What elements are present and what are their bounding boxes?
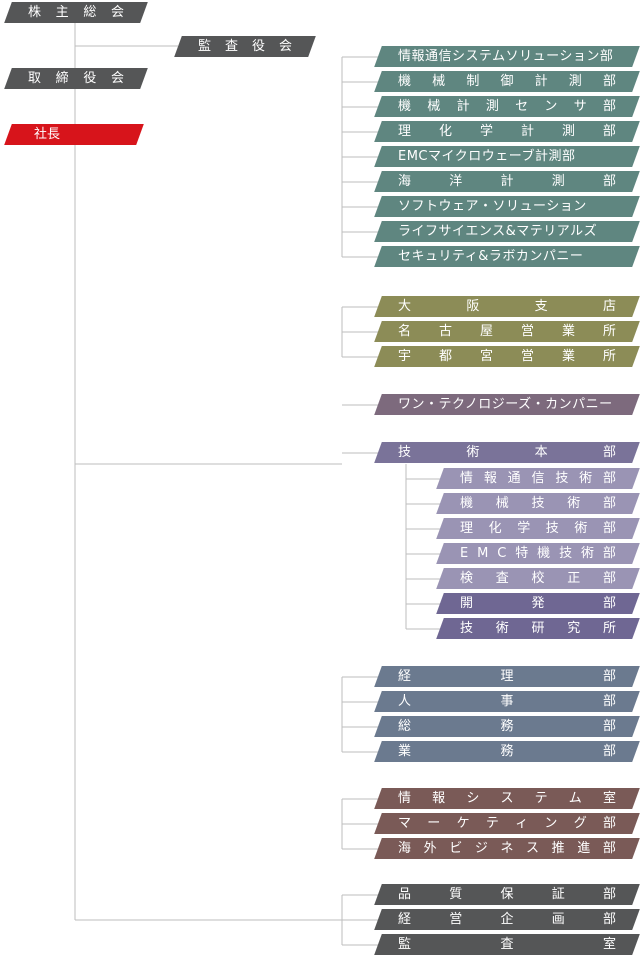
branches-item[interactable]: 名古屋営業所 [374, 321, 640, 342]
admin-item-label: 業務部 [398, 744, 616, 759]
business-divisions-item-label: 機械計測センサ部 [398, 99, 616, 114]
tech-sub-item[interactable]: 情報通信技術部 [436, 468, 640, 489]
business-divisions-item[interactable]: 理化学計測部 [374, 121, 640, 142]
branches-item-label: 名古屋営業所 [398, 324, 616, 339]
marketing-item[interactable]: 海外ビジネス推進部 [374, 838, 640, 859]
marketing-item[interactable]: マーケティング部 [374, 813, 640, 834]
president-box[interactable]: 社長 [4, 124, 144, 145]
admin-item[interactable]: 総務部 [374, 716, 640, 737]
technology-hq-item[interactable]: 技術本部 [374, 442, 640, 463]
business-divisions-item-label: EMCマイクロウェーブ計測部 [398, 149, 576, 164]
shareholders-meeting-box-label: 株主総会 [28, 5, 124, 20]
branches-item[interactable]: 大阪支店 [374, 296, 640, 317]
corporate-item[interactable]: 経営企画部 [374, 909, 640, 930]
tech-sub-item[interactable]: 検査校正部 [436, 568, 640, 589]
company-item-label: ワン・テクノロジーズ・カンパニー [398, 397, 613, 412]
business-divisions-item[interactable]: 機械計測センサ部 [374, 96, 640, 117]
tech-sub-item-label: 理化学技術部 [460, 521, 616, 536]
branches-item[interactable]: 宇都宮営業所 [374, 346, 640, 367]
tech-sub-item[interactable]: 理化学技術部 [436, 518, 640, 539]
business-divisions-item[interactable]: EMCマイクロウェーブ計測部 [374, 146, 640, 167]
business-divisions-item-label: 海洋計測部 [398, 174, 616, 189]
tech-sub-item-label: 情報通信技術部 [460, 471, 616, 486]
corporate-item-label: 経営企画部 [398, 912, 616, 927]
business-divisions-item[interactable]: ライフサイエンス&マテリアルズ [374, 221, 640, 242]
technology-hq-item-label: 技術本部 [398, 445, 616, 460]
business-divisions-item[interactable]: セキュリティ&ラボカンパニー [374, 246, 640, 267]
business-divisions-item-label: ソフトウェア・ソリューション [398, 199, 587, 214]
business-divisions-item[interactable]: 情報通信システムソリューション部 [374, 46, 640, 67]
business-divisions-item-label: セキュリティ&ラボカンパニー [398, 249, 584, 264]
business-divisions-item[interactable]: 海洋計測部 [374, 171, 640, 192]
business-divisions-item-label: 情報通信システムソリューション部 [398, 49, 614, 64]
corporate-item-label: 監査室 [398, 937, 616, 952]
president-box-label: 社長 [34, 127, 61, 142]
corporate-item-label: 品質保証部 [398, 887, 616, 902]
business-divisions-item[interactable]: ソフトウェア・ソリューション [374, 196, 640, 217]
tech-sub-item[interactable]: 開発部 [436, 593, 640, 614]
audit-board-box[interactable]: 監査役会 [174, 36, 316, 57]
marketing-item-label: マーケティング部 [398, 816, 616, 831]
audit-board-box-label: 監査役会 [198, 39, 292, 54]
admin-item[interactable]: 業務部 [374, 741, 640, 762]
marketing-item-label: 海外ビジネス推進部 [398, 841, 616, 856]
branches-item-label: 宇都宮営業所 [398, 349, 616, 364]
tech-sub-item[interactable]: 機械技術部 [436, 493, 640, 514]
admin-item-label: 総務部 [398, 719, 616, 734]
business-divisions-item-label: ライフサイエンス&マテリアルズ [398, 224, 598, 239]
branches-item-label: 大阪支店 [398, 299, 616, 314]
tech-sub-item[interactable]: 技術研究所 [436, 618, 640, 639]
corporate-item[interactable]: 品質保証部 [374, 884, 640, 905]
marketing-item[interactable]: 情報システム室 [374, 788, 640, 809]
admin-item-label: 人事部 [398, 694, 616, 709]
tech-sub-item-label: 検査校正部 [460, 571, 616, 586]
business-divisions-item[interactable]: 機械制御計測部 [374, 71, 640, 92]
corporate-item[interactable]: 監査室 [374, 934, 640, 955]
tech-sub-item-label: 技術研究所 [460, 621, 616, 636]
board-of-directors-box[interactable]: 取締役会 [4, 68, 148, 89]
board-of-directors-box-label: 取締役会 [28, 71, 124, 86]
tech-sub-item-label: 機械技術部 [460, 496, 616, 511]
marketing-item-label: 情報システム室 [398, 791, 616, 806]
admin-item-label: 経理部 [398, 669, 616, 684]
admin-item[interactable]: 経理部 [374, 666, 640, 687]
shareholders-meeting-box[interactable]: 株主総会 [4, 2, 148, 23]
business-divisions-item-label: 機械制御計測部 [398, 74, 616, 89]
company-item[interactable]: ワン・テクノロジーズ・カンパニー [374, 394, 640, 415]
business-divisions-item-label: 理化学計測部 [398, 124, 616, 139]
admin-item[interactable]: 人事部 [374, 691, 640, 712]
tech-sub-item-label: 開発部 [460, 596, 616, 611]
